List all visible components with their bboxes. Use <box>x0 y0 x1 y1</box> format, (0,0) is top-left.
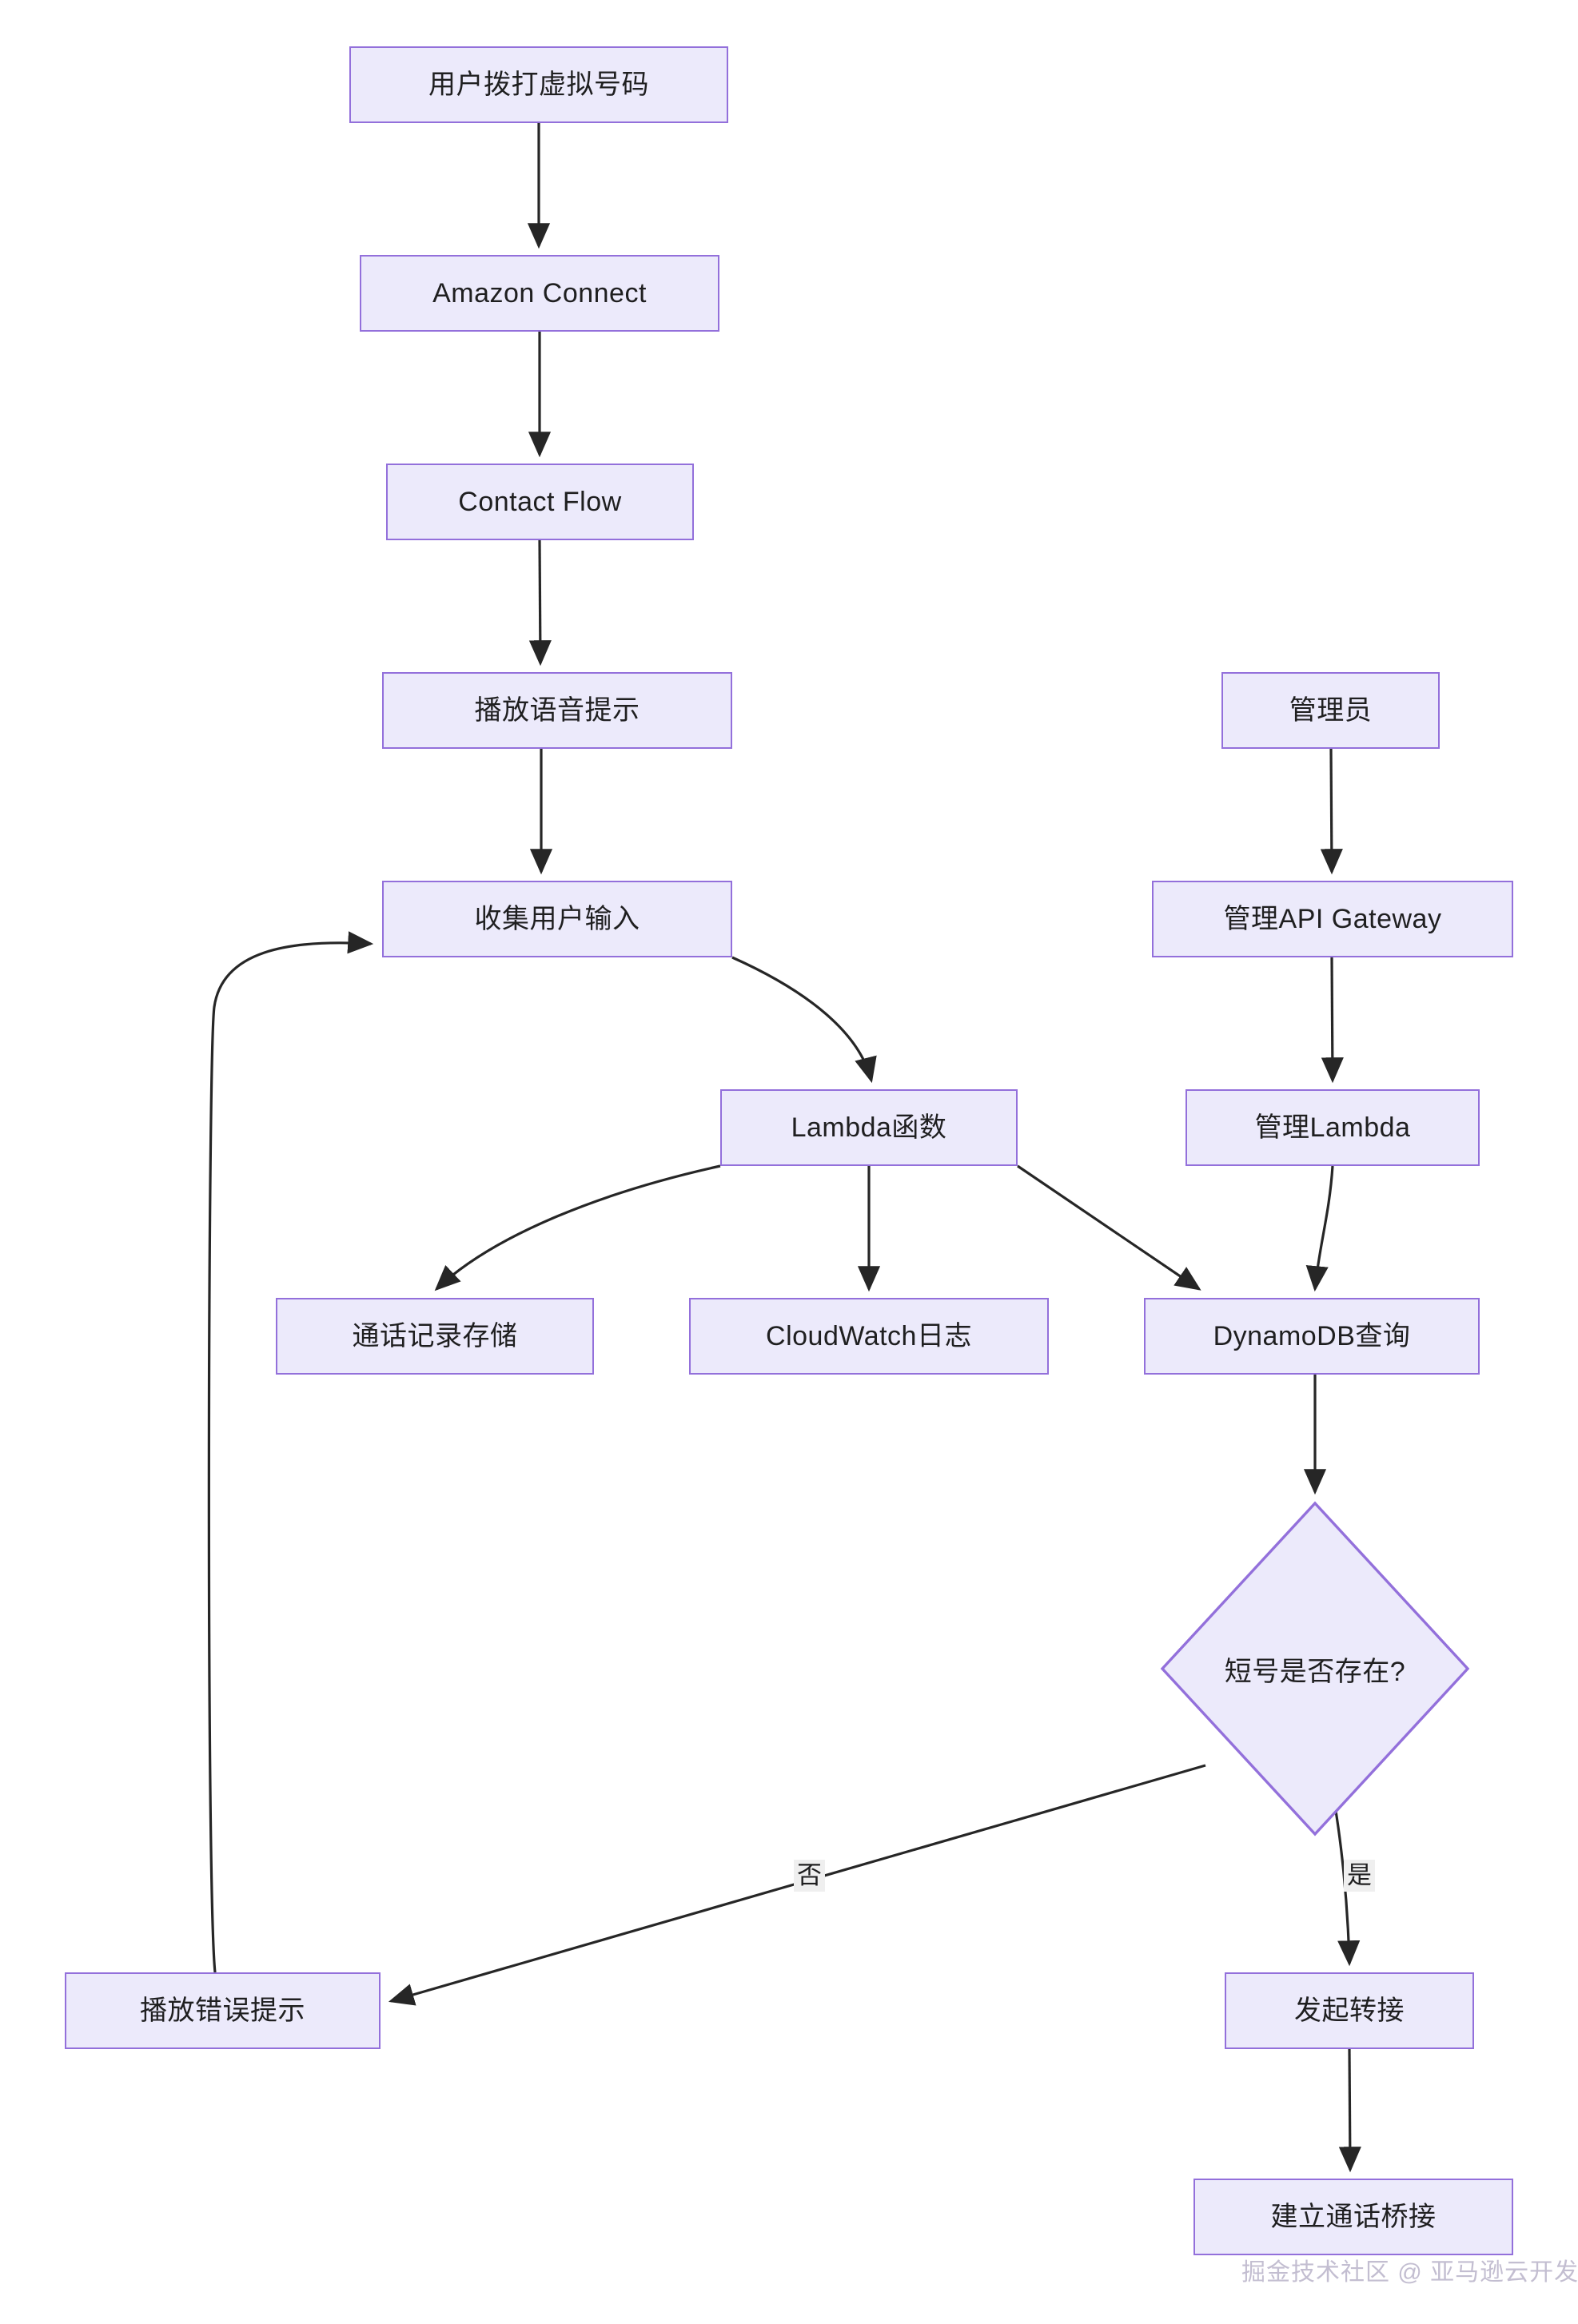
node-label: 播放语音提示 <box>474 694 640 726</box>
node-decision-short-number-exists[interactable]: 短号是否存在? <box>1160 1501 1470 1837</box>
node-label: 收集用户输入 <box>474 903 640 934</box>
node-label: 建立通话桥接 <box>1270 2201 1437 2232</box>
edge-n12-n9 <box>1305 1165 1334 1292</box>
edge-n6-n9 <box>1017 1164 1201 1291</box>
node-management-api-gateway[interactable]: 管理API Gateway <box>1152 881 1513 957</box>
watermark-text: 掘金技术社区 @ 亚马逊云开发者 <box>1241 2259 1578 2286</box>
node-label: 用户拨打虚拟号码 <box>428 69 649 100</box>
node-play-error-prompt[interactable]: 播放错误提示 <box>65 1972 381 2049</box>
node-label: Amazon Connect <box>432 277 647 308</box>
edge-n5-n6 <box>731 956 877 1084</box>
node-label: 播放错误提示 <box>140 1995 305 2026</box>
edge-n14-n5 <box>207 931 374 1973</box>
node-administrator[interactable]: 管理员 <box>1221 672 1440 749</box>
node-label: 发起转接 <box>1294 1995 1405 2026</box>
node-label: 管理API Gateway <box>1223 903 1442 934</box>
edge-n6-n7 <box>434 1164 721 1291</box>
watermark: 掘金技术社区 @ 亚马逊云开发者 <box>1241 2252 1578 2287</box>
node-cloudwatch-logs[interactable]: CloudWatch日志 <box>689 1298 1049 1375</box>
node-play-voice-prompt[interactable]: 播放语音提示 <box>382 672 732 749</box>
edge-n11-n12 <box>1321 957 1344 1084</box>
edge-label-yes: 是 <box>1344 1860 1375 1892</box>
diamond-shape <box>1160 1501 1470 1837</box>
edge-n15-n16 <box>1338 2048 1361 2173</box>
edge-label-no: 否 <box>794 1860 825 1892</box>
node-contact-flow[interactable]: Contact Flow <box>386 464 694 540</box>
node-collect-user-input[interactable]: 收集用户输入 <box>382 881 732 957</box>
node-label: DynamoDB查询 <box>1213 1320 1411 1351</box>
node-label: 短号是否存在? <box>1224 1656 1406 1687</box>
node-initiate-transfer[interactable]: 发起转接 <box>1225 1972 1474 2049</box>
node-label: 管理Lambda <box>1254 1112 1411 1143</box>
node-user-dial-virtual-number[interactable]: 用户拨打虚拟号码 <box>349 46 728 123</box>
node-lambda-function[interactable]: Lambda函数 <box>720 1089 1018 1166</box>
edge-label-text: 否 <box>797 1861 822 1889</box>
node-call-record-storage[interactable]: 通话记录存储 <box>276 1298 594 1375</box>
edge-label-text: 是 <box>1347 1861 1372 1889</box>
node-dynamodb-query[interactable]: DynamoDB查询 <box>1144 1298 1480 1375</box>
node-label: 通话记录存储 <box>352 1320 518 1351</box>
node-label: 管理员 <box>1289 694 1373 726</box>
node-establish-call-bridge[interactable]: 建立通话桥接 <box>1193 2179 1513 2255</box>
node-management-lambda[interactable]: 管理Lambda <box>1185 1089 1480 1166</box>
edge-n10-n11 <box>1320 748 1343 875</box>
node-amazon-connect[interactable]: Amazon Connect <box>360 255 719 332</box>
node-label: Lambda函数 <box>791 1112 947 1143</box>
node-label: CloudWatch日志 <box>766 1320 972 1351</box>
node-label: Contact Flow <box>458 486 622 517</box>
